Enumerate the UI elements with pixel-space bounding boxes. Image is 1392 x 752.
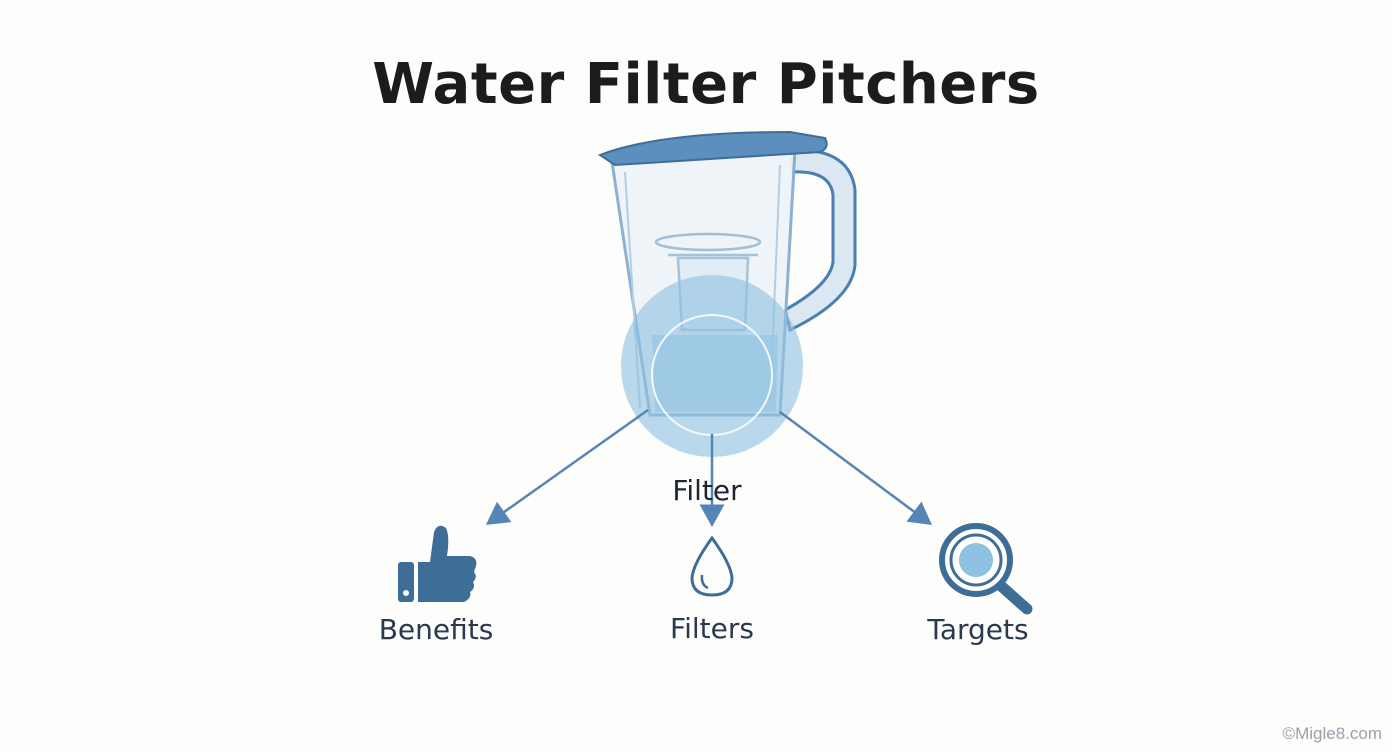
page-title: Water Filter Pitchers — [372, 52, 1040, 117]
watermark: ©Migle8.com — [1282, 724, 1382, 743]
center-label: Filter — [672, 474, 742, 507]
arrow-to-targets — [779, 410, 933, 525]
magnifier-icon — [939, 523, 1033, 615]
pitcher-lid — [597, 130, 828, 167]
branch-label-targets: Targets — [927, 613, 1029, 646]
filter-highlight-circle — [621, 275, 803, 457]
thumbs-up-icon — [398, 525, 477, 602]
pitcher-handle — [783, 148, 857, 333]
branch-label-filters: Filters — [670, 612, 754, 645]
water-drop-icon — [690, 535, 734, 597]
branch-label-benefits: Benefits — [378, 613, 494, 646]
arrow-to-benefits — [485, 408, 649, 525]
